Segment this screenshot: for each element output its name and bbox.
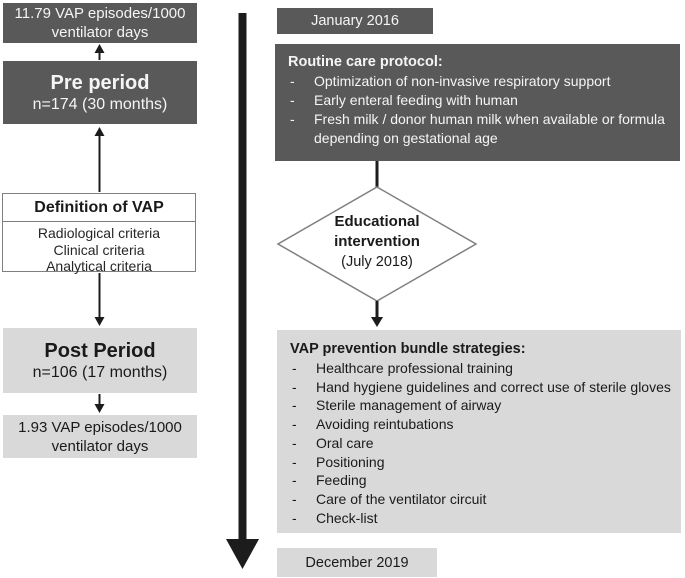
post-period-title: Post Period — [44, 339, 156, 362]
bundle-item: Sterile management of airway — [290, 396, 673, 415]
arrow-down-icon — [94, 317, 105, 326]
definition-criterion: Clinical criteria — [53, 241, 145, 258]
timeline-start-label: January 2016 — [311, 13, 399, 29]
timeline-end-label: December 2019 — [305, 554, 409, 571]
bundle-item: Hand hygiene guidelines and correct use … — [290, 378, 673, 397]
vap-definition-title: Definition of VAP — [3, 194, 195, 222]
pre-period-title: Pre period — [50, 71, 150, 94]
post-vap-rate-text: 1.93 VAP episodes/1000 ventilator days — [18, 418, 182, 455]
post-period-subtitle: n=106 (17 months) — [32, 363, 168, 381]
vap-definition-box: Definition of VAP Radiological criteria … — [2, 193, 196, 274]
pre-period-subtitle: n=174 (30 months) — [32, 95, 168, 113]
routine-care-title: Routine care protocol: — [288, 54, 443, 70]
pre-vap-rate-box: 11.79 VAP episodes/1000 ventilator days — [3, 3, 197, 43]
bundle-item: Feeding — [290, 471, 673, 490]
vap-bundle-box: VAP prevention bundle strategies: Health… — [277, 330, 681, 533]
arrow-down-icon — [94, 404, 105, 413]
bundle-item: Care of the ventilator circuit — [290, 490, 673, 509]
pre-period-box: Pre period n=174 (30 months) — [3, 61, 197, 124]
definition-criterion: Radiological criteria — [37, 225, 161, 241]
intervention-date: (July 2018) — [341, 254, 413, 270]
bundle-item: Healthcare professional training — [290, 359, 673, 378]
routine-care-item: Early enteral feeding with human — [288, 91, 672, 110]
intervention-label: Educational intervention (July 2018) — [302, 212, 452, 272]
arrow-down-icon — [371, 317, 383, 327]
timeline-arrow-head-icon — [226, 539, 259, 569]
bundle-item: Avoiding reintubations — [290, 415, 673, 434]
bundle-item: Oral care — [290, 434, 673, 453]
timeline-end-box: December 2019 — [277, 548, 437, 577]
vap-bundle-title: VAP prevention bundle strategies: — [290, 341, 526, 357]
arrow-up-icon — [94, 44, 105, 53]
arrow-up-icon — [94, 127, 105, 136]
post-period-box: Post Period n=106 (17 months) — [3, 328, 197, 393]
intervention-title-line1: Educational — [334, 213, 420, 230]
routine-care-item: Optimization of non-invasive respiratory… — [288, 72, 672, 91]
routine-care-box: Routine care protocol: Optimization of n… — [275, 44, 680, 161]
timeline-arrow-shaft — [238, 13, 247, 541]
definition-criterion: Analytical criteria — [46, 258, 152, 274]
bundle-item: Positioning — [290, 453, 673, 472]
timeline-start-box: January 2016 — [277, 8, 433, 34]
intervention-title-line2: intervention — [334, 233, 420, 250]
pre-vap-rate-text: 11.79 VAP episodes/1000 ventilator days — [14, 5, 186, 41]
routine-care-item: Fresh milk / donor human milk when avail… — [288, 110, 672, 148]
post-vap-rate-box: 1.93 VAP episodes/1000 ventilator days — [3, 415, 197, 458]
bundle-item: Check-list — [290, 509, 673, 528]
